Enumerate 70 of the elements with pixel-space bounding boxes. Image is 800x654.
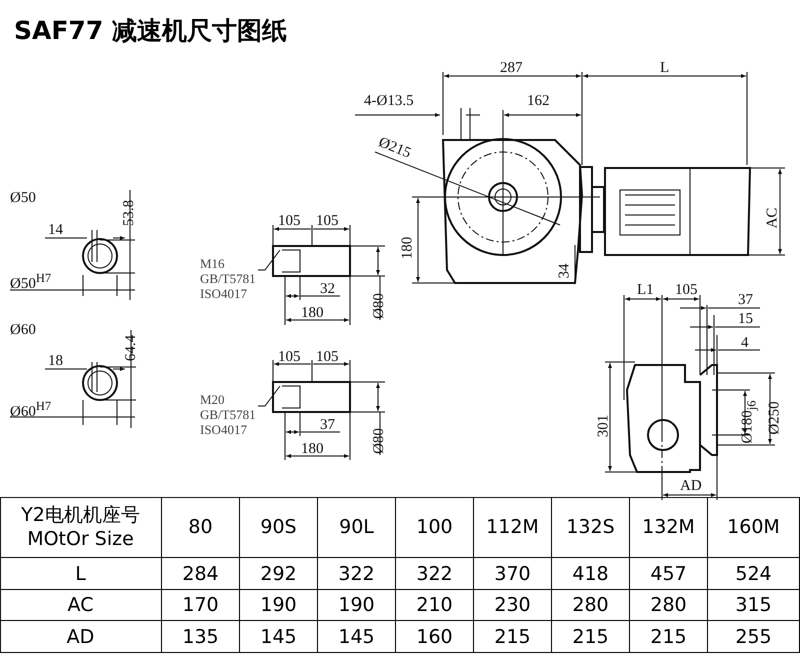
table-cell: 145 [318, 621, 396, 653]
dimension-text: 180 [399, 236, 416, 260]
table-cell: 215 [552, 621, 630, 653]
table-cell: 145 [240, 621, 318, 653]
dimension-text: 105 [675, 282, 698, 298]
table-cell: 457 [630, 558, 708, 590]
table-cell: 190 [318, 590, 396, 621]
table-cell: 100 [396, 497, 474, 558]
table-cell: 90S [240, 497, 318, 558]
drawing-title: SAF77 减速机尺寸图纸 [14, 15, 287, 47]
table-cell: 112M [474, 497, 552, 558]
dimension-text: 162 [527, 93, 550, 109]
table-cell: 160 [396, 621, 474, 653]
dimension-text: AC [764, 208, 780, 228]
dimension-text: 287 [500, 60, 522, 76]
table-cell: AC [0, 590, 162, 621]
table-cell: 370 [474, 558, 552, 590]
dimension-text: 37 [738, 292, 753, 308]
table-cell: 132S [552, 497, 630, 558]
table-cell: 215 [474, 621, 552, 653]
dimension-text: 105 [278, 213, 300, 229]
table-cell: 190 [240, 590, 318, 621]
dimension-text: 105 [316, 349, 338, 365]
dimension-text: 105 [278, 349, 300, 365]
dimension-text: AD [680, 478, 702, 494]
table-cell: 170 [162, 590, 240, 621]
table-cell: 524 [708, 558, 800, 590]
table-header-cell: Y2电机机座号 MOtOr Size [0, 497, 162, 558]
table-cell: 215 [630, 621, 708, 653]
dimension-text: 15 [738, 311, 753, 327]
dimension-text: 14 [48, 222, 63, 238]
dimension-text: Ø60$^{H7}$ [10, 398, 52, 420]
dimension-text: 180 [301, 305, 324, 321]
table-cell: 160M [708, 497, 800, 558]
table-cell: 135 [162, 621, 240, 653]
table-cell: 230 [474, 590, 552, 621]
table-cell: L [0, 558, 162, 590]
table-cell: 292 [240, 558, 318, 590]
table-cell: AD [0, 621, 162, 653]
dimension-text: 4-Ø13.5 [364, 93, 414, 109]
table-cell: 280 [552, 590, 630, 621]
dimension-text: 37 [320, 417, 335, 433]
dimension-text: 105 [316, 213, 338, 229]
table-cell: 255 [708, 621, 800, 653]
dimension-text: Ø50 [10, 190, 36, 206]
table-cell: 280 [630, 590, 708, 621]
table-cell: 418 [552, 558, 630, 590]
leader-line [258, 250, 280, 270]
table-cell: 322 [318, 558, 396, 590]
table-cell: 80 [162, 497, 240, 558]
table-cell: 284 [162, 558, 240, 590]
dimension-text: 34 [556, 264, 572, 278]
table-cell: 322 [396, 558, 474, 590]
dimension-text: 180 [301, 441, 324, 457]
dimension-text: 301 [595, 414, 612, 438]
table-cell: 90L [318, 497, 396, 558]
dimension-text: L [660, 60, 670, 76]
dimension-text: Ø50$^{H7}$ [10, 270, 52, 292]
table-cell: 132M [630, 497, 708, 558]
dimension-text: L1 [637, 282, 654, 298]
thread-callout-text: M20 GB/T5781 ISO4017 [200, 392, 262, 437]
dimension-text: Ø215 [376, 134, 414, 162]
table-cell: 315 [708, 590, 800, 621]
dimension-text: Ø60 [10, 322, 36, 338]
dimension-text: 4 [741, 335, 748, 351]
thread-callout-text: M16 GB/T5781 ISO4017 [200, 256, 262, 301]
table-cell: 210 [396, 590, 474, 621]
leader-line [258, 386, 280, 406]
dimension-text: 32 [320, 281, 335, 297]
dimension-text: 18 [48, 353, 63, 369]
